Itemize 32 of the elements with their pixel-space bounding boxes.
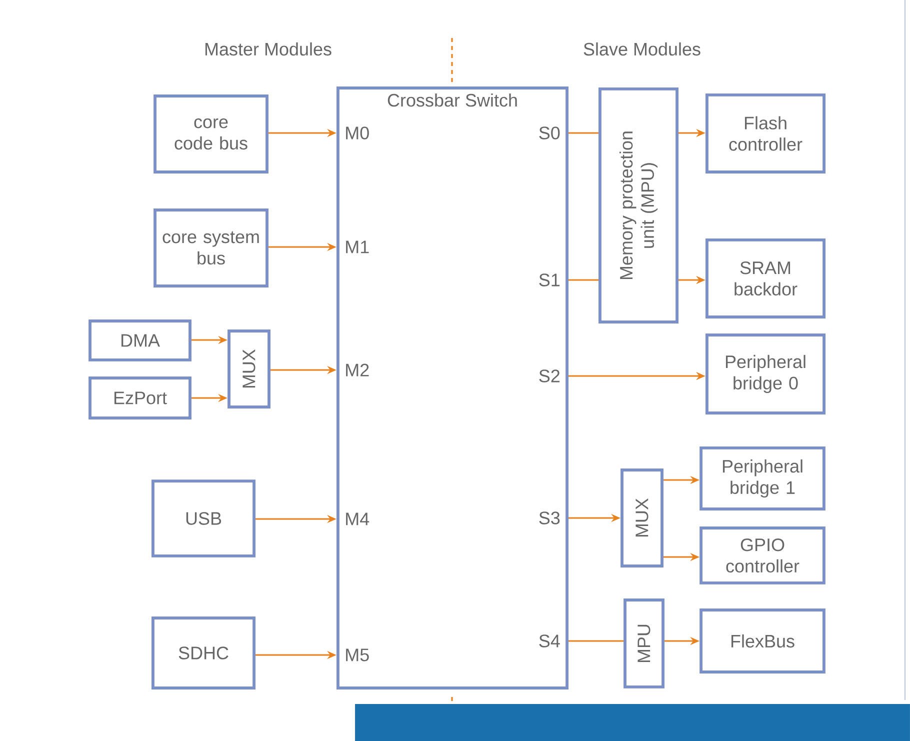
module-box: DMA bbox=[88, 320, 192, 362]
module-box: SDHC bbox=[152, 616, 256, 690]
module-box: Peripheral bridge 1 bbox=[700, 446, 826, 510]
port-label: M0 bbox=[343, 125, 371, 141]
port-label: M2 bbox=[343, 362, 371, 378]
port-label: S2 bbox=[537, 368, 562, 384]
connector-line bbox=[568, 279, 598, 281]
mpu-box: Memory protection unit (MPU) bbox=[598, 88, 678, 324]
mpu-box: MPU bbox=[624, 598, 664, 688]
module-box: core system bus bbox=[154, 208, 268, 288]
module-box: FlexBus bbox=[700, 608, 826, 674]
module-box: GPIO controller bbox=[700, 526, 826, 584]
section-heading: Master Modules bbox=[202, 41, 334, 57]
port-label: S0 bbox=[537, 125, 562, 141]
connector-line bbox=[568, 132, 598, 134]
module-box: USB bbox=[152, 480, 256, 558]
module-box: EzPort bbox=[88, 376, 192, 420]
module-box: Peripheral bridge 0 bbox=[706, 334, 826, 414]
caption-bar bbox=[355, 704, 910, 741]
mux-box: MUX bbox=[620, 468, 664, 568]
port-label: M4 bbox=[343, 511, 371, 527]
module-box: Flash controller bbox=[706, 94, 826, 174]
connector-line bbox=[568, 640, 624, 642]
mux-box: MUX bbox=[228, 330, 270, 408]
port-label: M5 bbox=[343, 647, 371, 663]
section-heading: Slave Modules bbox=[582, 41, 702, 57]
module-box: core code bus bbox=[154, 94, 268, 174]
port-label: S3 bbox=[537, 510, 562, 526]
port-label: M1 bbox=[343, 239, 371, 255]
port-label: S4 bbox=[537, 633, 562, 649]
module-box: SRAM backdor bbox=[706, 238, 826, 318]
port-label: S1 bbox=[537, 272, 562, 288]
